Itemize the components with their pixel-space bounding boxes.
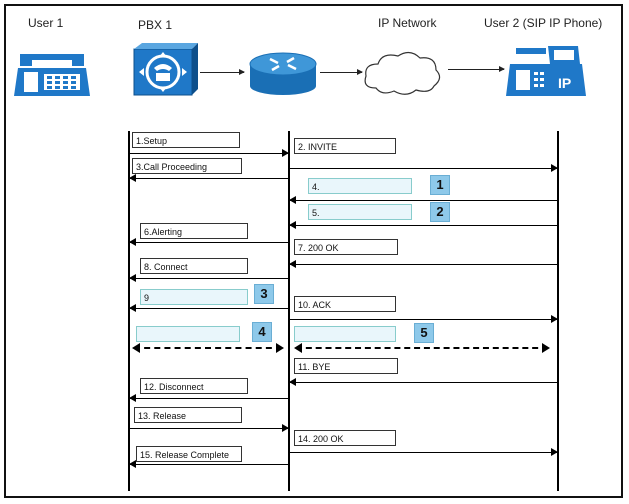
- msg-5-blank: [294, 326, 396, 342]
- msg-alerting: 6.Alerting: [140, 223, 248, 239]
- arrow-release: [130, 424, 289, 432]
- arrow-release-complete: [129, 460, 288, 468]
- badge-1: 1: [430, 175, 450, 195]
- msg-9-blank: 9: [140, 289, 248, 305]
- badge-4: 4: [252, 322, 272, 342]
- msg-4-right: 4.: [308, 178, 412, 194]
- arrow-200ok-2: [290, 448, 558, 456]
- msg-disconnect: 12. Disconnect: [140, 378, 248, 394]
- arrow-alerting: [129, 238, 288, 246]
- arrow-4: [289, 196, 557, 204]
- router-cloud-link: [320, 69, 363, 75]
- lane-user2: [557, 131, 559, 491]
- pbx1-label: PBX 1: [138, 18, 173, 32]
- arrow-5: [289, 221, 557, 229]
- ip-phone-label: IP: [558, 75, 571, 91]
- arrow-call-proceeding: [129, 174, 288, 182]
- cloud-phone-link: [448, 66, 505, 72]
- msg-connect: 8. Connect: [140, 258, 248, 274]
- ip-network-label: IP Network: [378, 16, 437, 30]
- msg-5-right: 5.: [308, 204, 412, 220]
- user1-label: User 1: [28, 16, 64, 30]
- badge-2: 2: [430, 202, 450, 222]
- pbx-icon: [133, 43, 198, 96]
- badge-5: 5: [414, 323, 434, 343]
- telephone-icon: [14, 54, 90, 96]
- arrow-invite: [290, 164, 558, 172]
- arrow-9: [129, 304, 288, 312]
- msg-200ok: 7. 200 OK: [294, 239, 398, 255]
- arrow-disconnect: [129, 394, 288, 402]
- arrow-bye: [289, 378, 557, 386]
- msg-release: 13. Release: [134, 407, 242, 423]
- media-path-left: [132, 343, 284, 353]
- msg-call-proceeding: 3.Call Proceeding: [132, 158, 242, 174]
- arrow-200ok: [289, 260, 557, 268]
- arrow-setup: [130, 149, 289, 157]
- ip-phone-icon: IP: [506, 46, 586, 96]
- msg-bye: 11. BYE: [294, 358, 398, 374]
- user2-label: User 2 (SIP IP Phone): [484, 16, 603, 30]
- cloud-icon: [364, 51, 441, 95]
- msg-200ok-2: 14. 200 OK: [294, 430, 396, 446]
- pbx-router-link: [200, 69, 245, 75]
- media-path-right: [294, 343, 550, 353]
- lane-pbx1: [288, 131, 290, 491]
- arrow-connect: [129, 274, 288, 282]
- router-icon: [249, 52, 317, 95]
- msg-ack: 10. ACK: [294, 296, 396, 312]
- msg-invite: 2. INVITE: [294, 138, 396, 154]
- arrow-ack: [290, 315, 558, 323]
- msg-setup: 1.Setup: [132, 132, 240, 148]
- badge-3: 3: [254, 284, 274, 304]
- msg-release-complete: 15. Release Complete: [136, 446, 242, 462]
- msg-4-blank: [136, 326, 240, 342]
- call-flow-diagram: User 1 PBX 1 IP Network User 2 (SIP IP P…: [4, 4, 623, 498]
